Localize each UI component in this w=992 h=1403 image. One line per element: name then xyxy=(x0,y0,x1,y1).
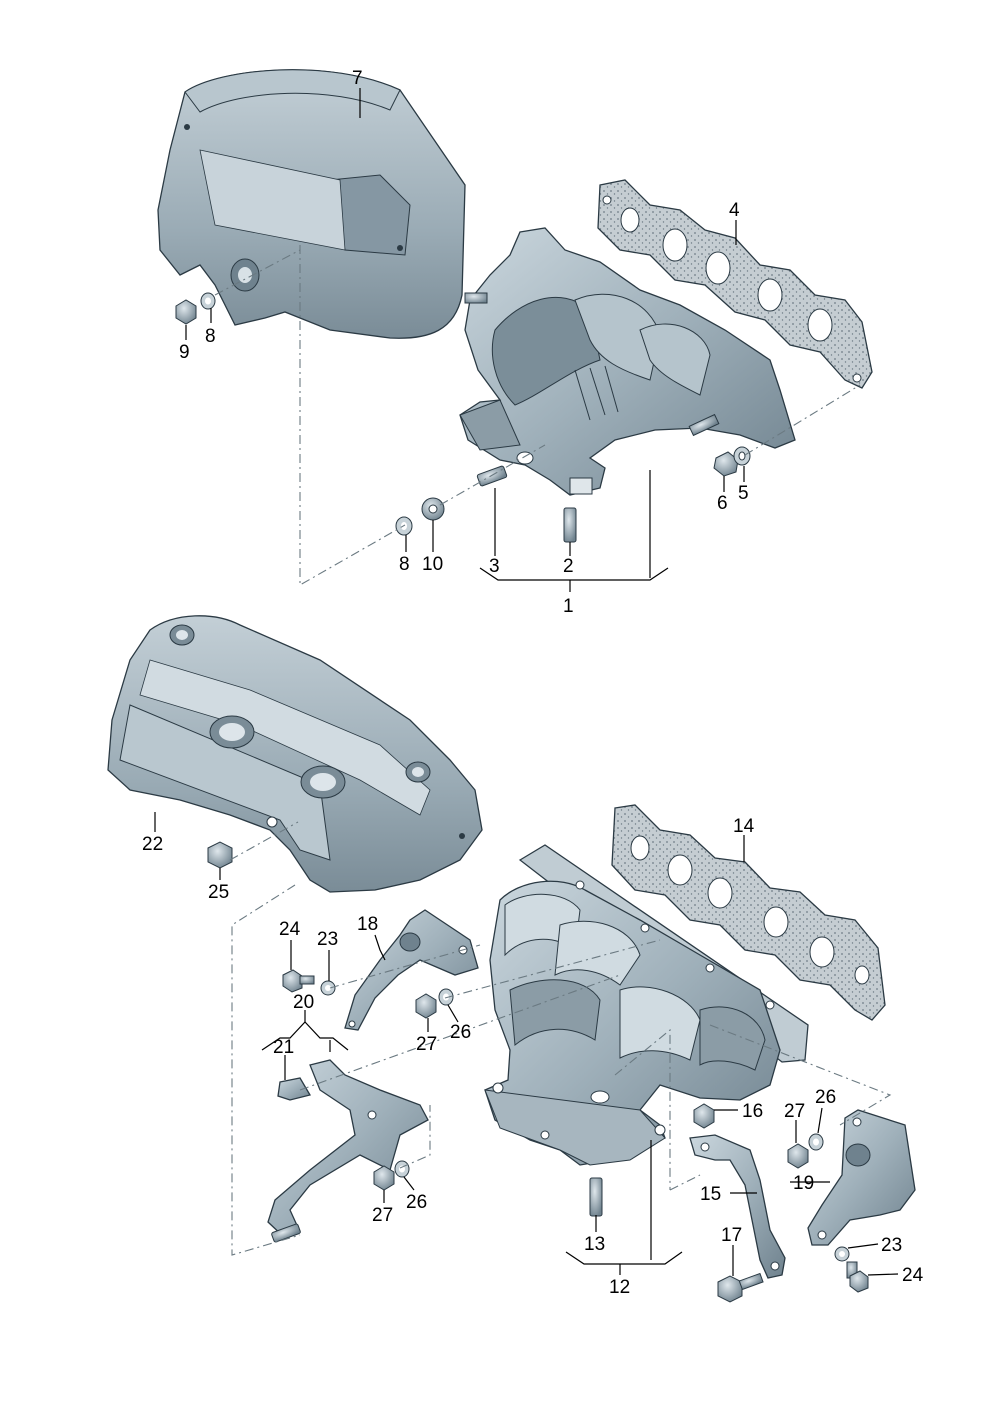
stud-2 xyxy=(563,507,577,543)
callout-10: 10 xyxy=(422,554,443,575)
stud-13 xyxy=(589,1177,603,1217)
callout-8-upper: 8 xyxy=(205,326,216,347)
callout-27-right: 27 xyxy=(784,1101,805,1122)
bracket-18 xyxy=(344,909,479,1031)
callout-18: 18 xyxy=(357,914,378,935)
washer-26-upper xyxy=(438,988,454,1006)
callout-16: 16 xyxy=(742,1101,763,1122)
callout-5: 5 xyxy=(738,483,749,504)
nut-27-upper xyxy=(415,993,437,1019)
manifold-gasket-upper xyxy=(597,179,873,389)
washer-23-right xyxy=(834,1246,850,1262)
callout-26-lower: 26 xyxy=(406,1192,427,1213)
callout-12: 12 xyxy=(609,1277,630,1298)
callout-19: 19 xyxy=(793,1173,814,1194)
callout-21: 21 xyxy=(273,1037,294,1058)
nut-27-lower xyxy=(373,1165,395,1191)
callout-3: 3 xyxy=(489,556,500,577)
nut-16 xyxy=(693,1103,715,1129)
washer-5 xyxy=(733,446,751,466)
callout-2: 2 xyxy=(563,556,574,577)
washer-23-left xyxy=(320,980,336,996)
callout-17: 17 xyxy=(721,1225,742,1246)
bolt-24-left xyxy=(282,969,315,993)
heat-shield-lower xyxy=(107,615,483,893)
callout-22: 22 xyxy=(142,834,163,855)
spacer-10 xyxy=(421,497,445,521)
callout-27-upper: 27 xyxy=(416,1034,437,1055)
callout-labels: 7 4 9 8 6 5 8 10 3 2 1 22 25 14 24 23 18… xyxy=(142,68,924,1298)
callout-25: 25 xyxy=(208,882,229,903)
callout-24-right: 24 xyxy=(902,1265,924,1286)
callout-24-left: 24 xyxy=(279,919,301,940)
callout-23-right: 23 xyxy=(881,1235,902,1256)
nut-25 xyxy=(207,841,233,869)
callout-4: 4 xyxy=(729,200,740,221)
callout-27-lower: 27 xyxy=(372,1205,393,1226)
washer-26-right xyxy=(808,1133,824,1151)
bracket-15 xyxy=(689,1134,786,1279)
callout-26-upper: 26 xyxy=(450,1022,471,1043)
callout-13: 13 xyxy=(584,1234,605,1255)
callout-1: 1 xyxy=(563,596,574,617)
callout-26-right: 26 xyxy=(815,1087,836,1108)
nut-9 xyxy=(175,299,197,325)
callout-23-left: 23 xyxy=(317,929,338,950)
callout-20: 20 xyxy=(293,992,314,1013)
bolt-24-right xyxy=(846,1261,869,1293)
nut-6 xyxy=(713,451,739,477)
nut-27-right xyxy=(787,1143,809,1169)
callout-14: 14 xyxy=(733,816,755,837)
leader-lines xyxy=(154,88,899,1276)
manifold-gasket-lower xyxy=(611,804,886,1021)
callout-7: 7 xyxy=(352,68,363,89)
callout-15: 15 xyxy=(700,1184,721,1205)
callout-6: 6 xyxy=(717,493,728,514)
clip-21 xyxy=(277,1077,312,1101)
washer-26-lower xyxy=(394,1160,410,1178)
callout-8-lower: 8 xyxy=(399,554,410,575)
bracket-19 xyxy=(807,1109,916,1246)
exhaust-manifold-upper xyxy=(459,227,796,496)
bracket-20 xyxy=(267,1059,429,1243)
stud-3 xyxy=(476,465,508,487)
exhaust-manifold-lower xyxy=(484,844,809,1166)
washer-8-upper xyxy=(200,292,216,310)
bolt-17 xyxy=(717,1272,764,1303)
callout-9: 9 xyxy=(179,342,190,363)
